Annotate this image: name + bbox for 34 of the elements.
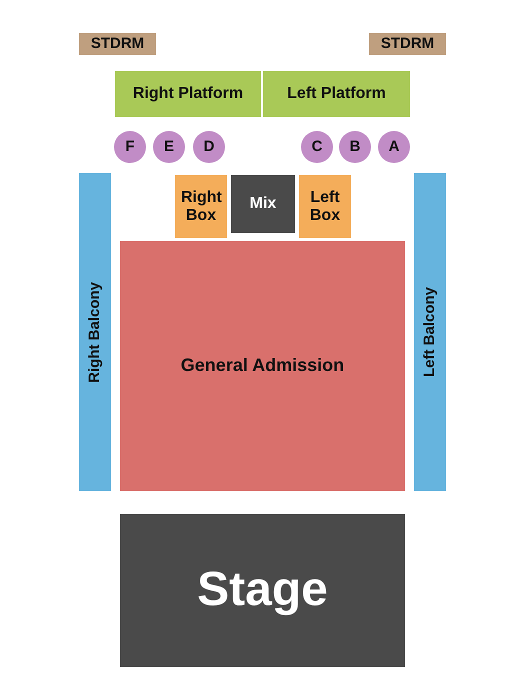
platform-section <box>263 71 410 117</box>
section-label: General Admission <box>180 356 344 376</box>
standing-room-section <box>369 33 446 55</box>
seat-circle <box>378 131 410 163</box>
seat-circle <box>153 131 185 163</box>
box-section <box>175 175 227 238</box>
section-label: STDRM <box>380 36 434 52</box>
balcony-section <box>79 173 111 491</box>
section-label: C <box>312 138 322 156</box>
section-label: Left Box <box>308 188 342 224</box>
platform-section <box>115 71 262 117</box>
seat-circle <box>193 131 225 163</box>
seat-circle <box>114 131 146 163</box>
section-label: Left Platform <box>287 85 386 103</box>
section-label: E <box>164 138 174 156</box>
section-label: Stage <box>197 564 328 617</box>
seat-circle <box>301 131 333 163</box>
section-label: STDRM <box>90 36 144 52</box>
balcony-section <box>414 173 446 491</box>
section-label: Right Balcony <box>86 282 104 382</box>
section-label: F <box>125 138 135 156</box>
section-label: D <box>204 138 214 156</box>
stage <box>120 514 405 667</box>
mix-area <box>231 175 295 233</box>
standing-room-section <box>79 33 156 55</box>
section-label: Right Platform <box>132 85 244 103</box>
section-label: A <box>388 138 400 156</box>
section-label: Left Balcony <box>422 286 438 377</box>
section-label: Mix <box>250 195 276 213</box>
box-section <box>299 175 351 238</box>
section-label: B <box>350 138 360 156</box>
seat-circle <box>339 131 371 163</box>
section-label: Right Box <box>181 188 221 224</box>
general-admission-floor <box>120 241 405 491</box>
